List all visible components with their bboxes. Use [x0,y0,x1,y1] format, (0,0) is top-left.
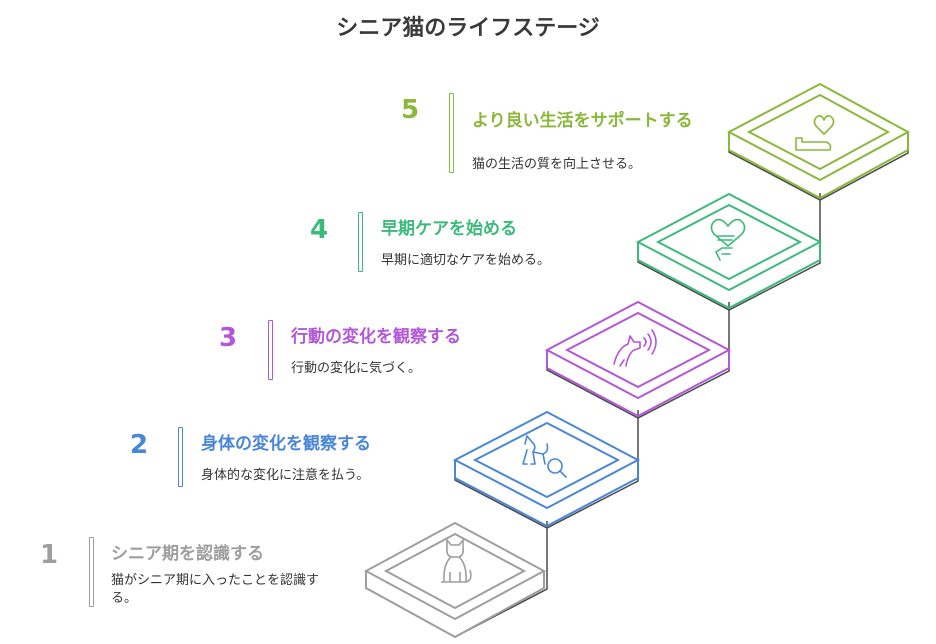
stage-3-description: 行動の変化に気づく。 [291,361,422,376]
hand-heart-icon [710,218,746,261]
stage-3-bar [268,320,273,380]
stage-2-title: 身体の変化を観察する [201,434,371,454]
step-5 [726,82,911,200]
diagram-title: シニア猫のライフステージ [336,16,600,41]
stage-2-bar [178,427,183,487]
stage-4-description: 早期に適切なケアを始める。 [381,253,551,268]
stage-4-bar [358,212,363,272]
stage-2-number: 2 [130,430,149,460]
stage-4-title: 早期ケアを始める [381,219,517,239]
stage-5-number: 5 [401,95,420,125]
cat-magnifier-icon [522,435,567,478]
step-3 [544,300,732,418]
step-4 [635,192,823,310]
heart-bed-icon [795,115,835,151]
stage-1-bar [89,537,94,607]
stage-3-number: 3 [219,323,238,353]
stage-5-bar [449,93,454,173]
stage-3-title: 行動の変化を観察する [291,327,461,347]
stage-4-number: 4 [310,215,329,245]
step-1 [363,521,547,639]
stage-5-title: より良い生活をサポートする [472,111,693,131]
stage-1-description: 猫がシニア期に入ったことを認識する。 [111,573,320,606]
stage-2-description: 身体的な変化に注意を払う。 [201,468,370,483]
sitting-cat-icon [441,539,472,583]
cat-meow-icon [613,329,657,367]
stage-1-title: シニア期を認識する [111,544,264,564]
step-2 [452,410,641,528]
stage-1-number: 1 [40,540,59,570]
stage-5-description: 猫の生活の質を向上させる。 [472,157,642,172]
